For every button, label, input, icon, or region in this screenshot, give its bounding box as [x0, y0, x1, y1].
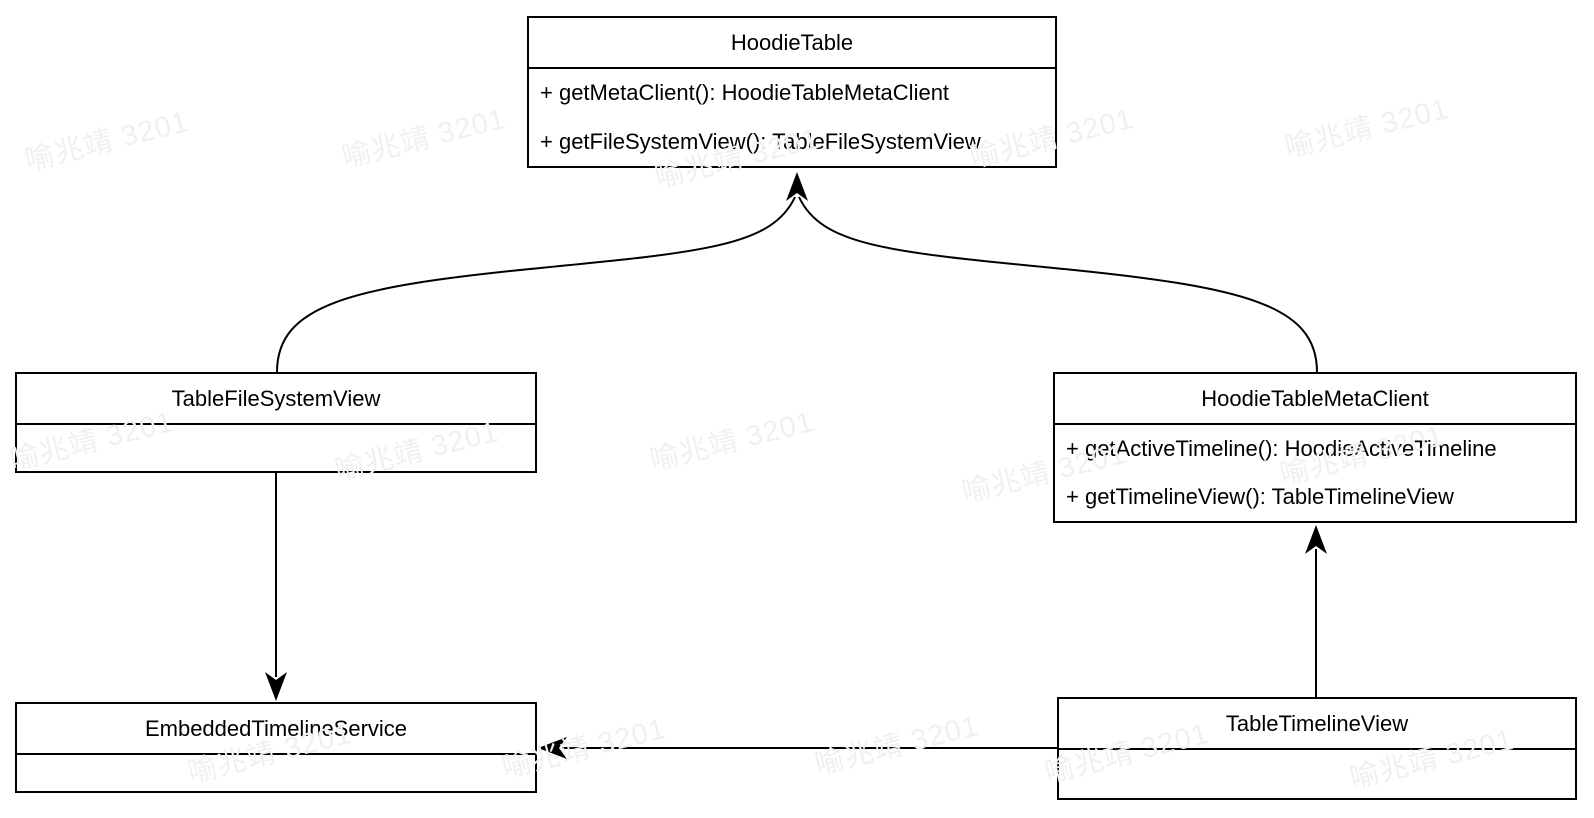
method-gettimelineview: + getTimelineView(): TableTimelineView — [1066, 484, 1454, 509]
class-title-hoodietable: HoodieTable — [529, 18, 1055, 69]
class-body-empty — [17, 755, 535, 791]
class-title-tablefilesystemview: TableFileSystemView — [17, 374, 535, 425]
class-box-tablefilesystemview: TableFileSystemView — [15, 372, 537, 473]
class-body-empty — [1059, 750, 1575, 798]
class-box-hoodietablemetaclient: HoodieTableMetaClient + getActiveTimelin… — [1053, 372, 1577, 523]
arrowhead-up-hoodietablemetaclient — [1305, 525, 1327, 554]
arrowhead-left-embeddedtimelineservice — [538, 737, 567, 759]
class-body-empty — [17, 425, 535, 471]
edge-tablefilesystemview-to-hoodietable — [276, 196, 796, 373]
method-getactivetimeline: + getActiveTimeline(): HoodieActiveTimel… — [1066, 436, 1497, 461]
class-box-embeddedtimelineservice: EmbeddedTimelineService — [15, 702, 537, 793]
class-methods-hoodietablemetaclient: + getActiveTimeline(): HoodieActiveTimel… — [1055, 425, 1575, 521]
arrowhead-down-embeddedtimelineservice — [265, 672, 287, 701]
class-title-embeddedtimelineservice: EmbeddedTimelineService — [17, 704, 535, 755]
arrowhead-up-hoodietable — [786, 172, 808, 201]
class-title-hoodietablemetaclient: HoodieTableMetaClient — [1055, 374, 1575, 425]
method-getfilesystemview: + getFileSystemView(): TableFileSystemVi… — [540, 128, 981, 154]
class-methods-hoodietable: + getMetaClient(): HoodieTableMetaClient… — [529, 69, 1055, 166]
method-getmetaclient: + getMetaClient(): HoodieTableMetaClient — [540, 80, 950, 106]
class-title-tabletimelineview: TableTimelineView — [1059, 699, 1575, 750]
class-box-tabletimelineview: TableTimelineView — [1057, 697, 1577, 800]
class-box-hoodietable: HoodieTable + getMetaClient(): HoodieTab… — [527, 16, 1057, 168]
edge-hoodietablemetaclient-to-hoodietable — [798, 196, 1318, 373]
